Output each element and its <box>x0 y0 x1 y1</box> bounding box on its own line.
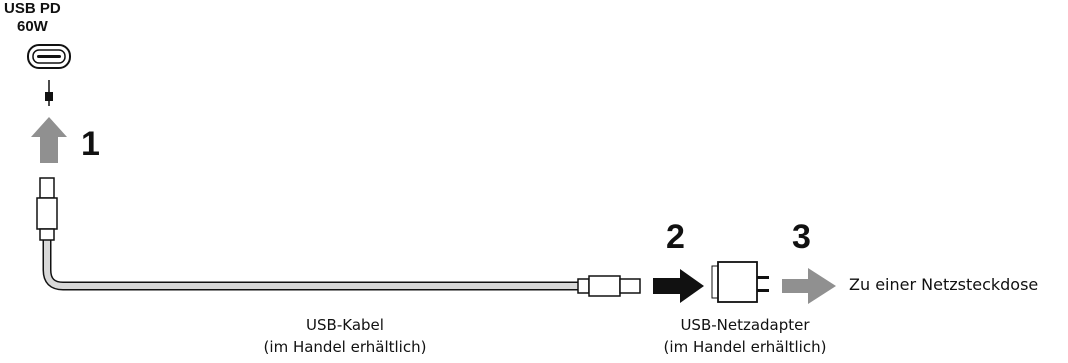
usb-cable <box>42 240 578 291</box>
usb-adapter-icon <box>711 261 769 303</box>
step2-number: 2 <box>666 218 685 256</box>
usb-c-plug-right-icon <box>577 275 641 297</box>
adapter-caption-line1: USB-Netzadapter <box>680 316 810 334</box>
port-label-line2: 60W <box>17 18 48 35</box>
port-label-line1: USB PD <box>4 0 61 17</box>
outlet-label: Zu einer Netzsteckdose <box>849 275 1039 294</box>
step1-arrow-icon <box>31 117 67 163</box>
cable-caption: USB-Kabel (im Handel erhältlich) <box>240 314 450 358</box>
step3-arrow-icon <box>782 268 836 304</box>
port-pin-icon <box>45 80 53 106</box>
cable-caption-line2: (im Handel erhältlich) <box>263 338 427 356</box>
usb-c-plug-left-icon <box>36 177 58 241</box>
step3-number: 3 <box>792 218 811 256</box>
step2-arrow-icon <box>653 269 704 303</box>
adapter-caption: USB-Netzadapter (im Handel erhältlich) <box>640 314 850 358</box>
adapter-caption-line2: (im Handel erhältlich) <box>663 338 827 356</box>
step1-number: 1 <box>81 125 100 163</box>
cable-caption-line1: USB-Kabel <box>306 316 384 334</box>
usb-c-port-icon <box>27 44 71 69</box>
